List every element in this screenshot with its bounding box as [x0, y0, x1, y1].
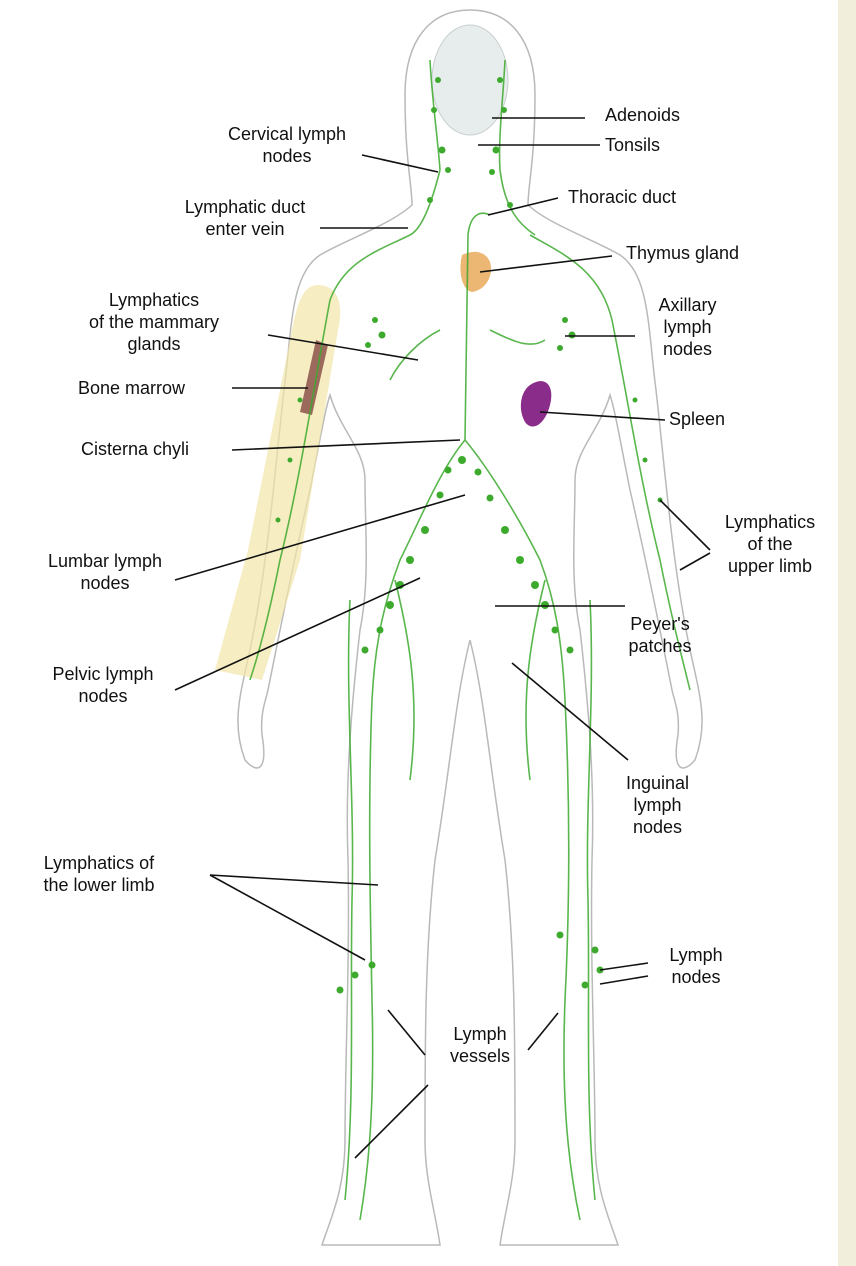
- label-lymphatics-of-mammary-glands: Lymphatics of the mammary glands: [72, 289, 236, 355]
- label-thoracic-duct: Thoracic duct: [568, 186, 676, 208]
- label-lymph-nodes: Lymph nodes: [650, 944, 742, 988]
- label-bone-marrow: Bone marrow: [78, 377, 185, 399]
- label-lymphatics-of-lower-limb: Lymphatics of the lower limb: [14, 852, 184, 896]
- label-pelvic-lymph-nodes: Pelvic lymph nodes: [28, 663, 178, 707]
- label-thymus-gland: Thymus gland: [626, 242, 739, 264]
- label-tonsils: Tonsils: [605, 134, 660, 156]
- label-spleen: Spleen: [669, 408, 725, 430]
- label-inguinal-lymph-nodes: Inguinal lymph nodes: [610, 772, 705, 838]
- label-peyers-patches: Peyer's patches: [610, 613, 710, 657]
- label-lymphatics-of-upper-limb: Lymphatics of the upper limb: [705, 511, 835, 577]
- label-cervical-lymph-nodes: Cervical lymph nodes: [212, 123, 362, 167]
- label-lymph-vessels: Lymph vessels: [430, 1023, 530, 1067]
- lymph-nodes: [276, 77, 663, 994]
- label-axillary-lymph-nodes: Axillary lymph nodes: [640, 294, 735, 360]
- label-lymphatic-duct-enter-vein: Lymphatic duct enter vein: [165, 196, 325, 240]
- label-cisterna-chyli: Cisterna chyli: [81, 438, 189, 460]
- label-adenoids: Adenoids: [605, 104, 680, 126]
- spleen-shape: [521, 381, 551, 426]
- label-lumbar-lymph-nodes: Lumbar lymph nodes: [30, 550, 180, 594]
